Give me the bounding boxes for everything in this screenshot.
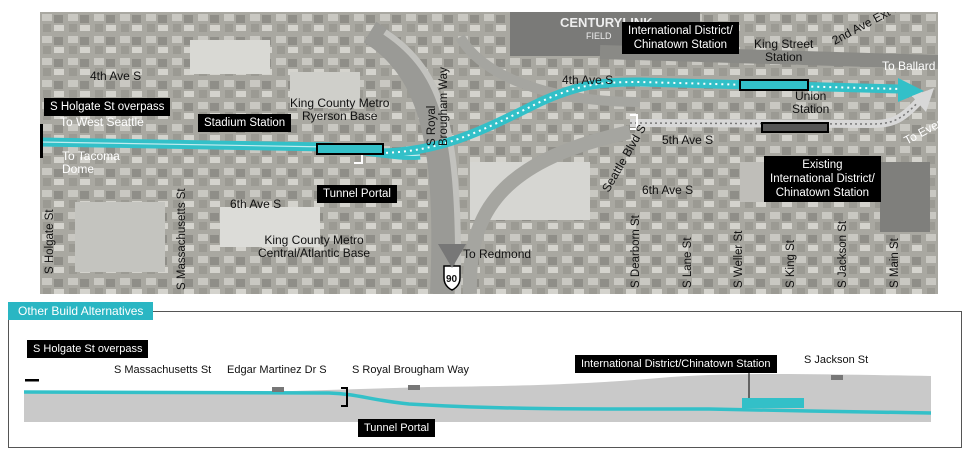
to-ballard-label: To Ballard	[882, 59, 936, 73]
map-graphics	[40, 12, 938, 294]
profile-id-station-label: International District/Chinatown Station	[575, 355, 777, 373]
holgate-overpass-bar	[25, 379, 39, 382]
kcm-atlantic-label: King County Metro Central/Atlantic Base	[258, 233, 371, 260]
tunnel-portal-label: Tunnel Portal	[317, 185, 397, 203]
holgate-overpass-marker	[40, 124, 43, 158]
sixth-ave-east-label: 6th Ave S	[642, 183, 694, 197]
holgate-overpass-label: S Holgate St overpass	[44, 98, 171, 116]
street-king: S King St	[785, 240, 797, 288]
to-tacoma-dome-label: To Tacoma Dome	[62, 149, 120, 176]
stadium-station-platform	[316, 143, 384, 155]
profile-graphics	[23, 363, 932, 422]
profile-alignment	[23, 390, 932, 415]
kcm-ryerson-label: King County Metro Ryerson Base	[290, 96, 390, 123]
fifth-ave-label: 5th Ave S	[662, 133, 714, 147]
existing-id-station-label: Existing International District/ Chinato…	[764, 156, 881, 202]
street-weller: S Weller St	[733, 230, 745, 288]
profile-royal-brougham-label: S Royal Brougham Way	[352, 364, 469, 376]
id-station-new-label: International District/ Chinatown Statio…	[622, 22, 739, 54]
profile-jackson-label: S Jackson St	[804, 354, 869, 366]
street-main: S Main St	[889, 238, 901, 288]
to-ballard-arrow	[898, 78, 924, 102]
stadium-station-label: Stadium Station	[198, 114, 292, 132]
street-lane: S Lane St	[682, 237, 694, 288]
to-west-seattle-label: To West Seattle	[60, 115, 144, 129]
aerial-map[interactable]: CENTURYLINK FIELD S Holgate St overpass …	[40, 12, 938, 294]
existing-id-station-platform	[761, 122, 829, 133]
street-massachusetts: S Massachusetts St	[176, 188, 188, 290]
to-everett-arrow	[912, 88, 934, 112]
profile-tunnel-portal-label: Tunnel Portal	[358, 419, 436, 437]
fourth-ave-east-label: 4th Ave S	[562, 73, 614, 87]
union-station-label: Union Station	[792, 89, 830, 116]
to-redmond-arrow	[438, 244, 466, 268]
fourth-ave-west-label: 4th Ave S	[90, 69, 142, 83]
street-holgate: S Holgate St	[44, 209, 56, 274]
profile-panel: S Holgate St overpass S Massachusetts St…	[8, 311, 962, 448]
king-street-station-label: King Street Station	[754, 37, 814, 64]
i90-freeway	[363, 21, 456, 294]
street-dearborn: S Dearborn St	[630, 215, 642, 288]
profile-edgar-martinez-label: Edgar Martinez Dr S	[227, 364, 327, 376]
profile-tab[interactable]: Other Build Alternatives	[8, 302, 154, 320]
sixth-ave-west-label: 6th Ave S	[230, 197, 282, 211]
interstate-number: 90	[446, 274, 458, 285]
street-jackson: S Jackson St	[837, 220, 849, 288]
field-label: FIELD	[586, 31, 612, 41]
interstate-shield-icon	[443, 265, 461, 291]
existing-portal-bracket	[630, 114, 638, 130]
profile-portal-bracket	[341, 387, 348, 407]
profile-massachusetts-label: S Massachusetts St	[114, 364, 212, 376]
profile-holgate-label: S Holgate St overpass	[27, 340, 149, 358]
id-station-platform	[739, 79, 809, 91]
id-station-box	[742, 398, 804, 408]
to-redmond-label: To Redmond	[463, 247, 532, 261]
street-royal-brougham: S Royal Brougham Way	[426, 67, 450, 146]
